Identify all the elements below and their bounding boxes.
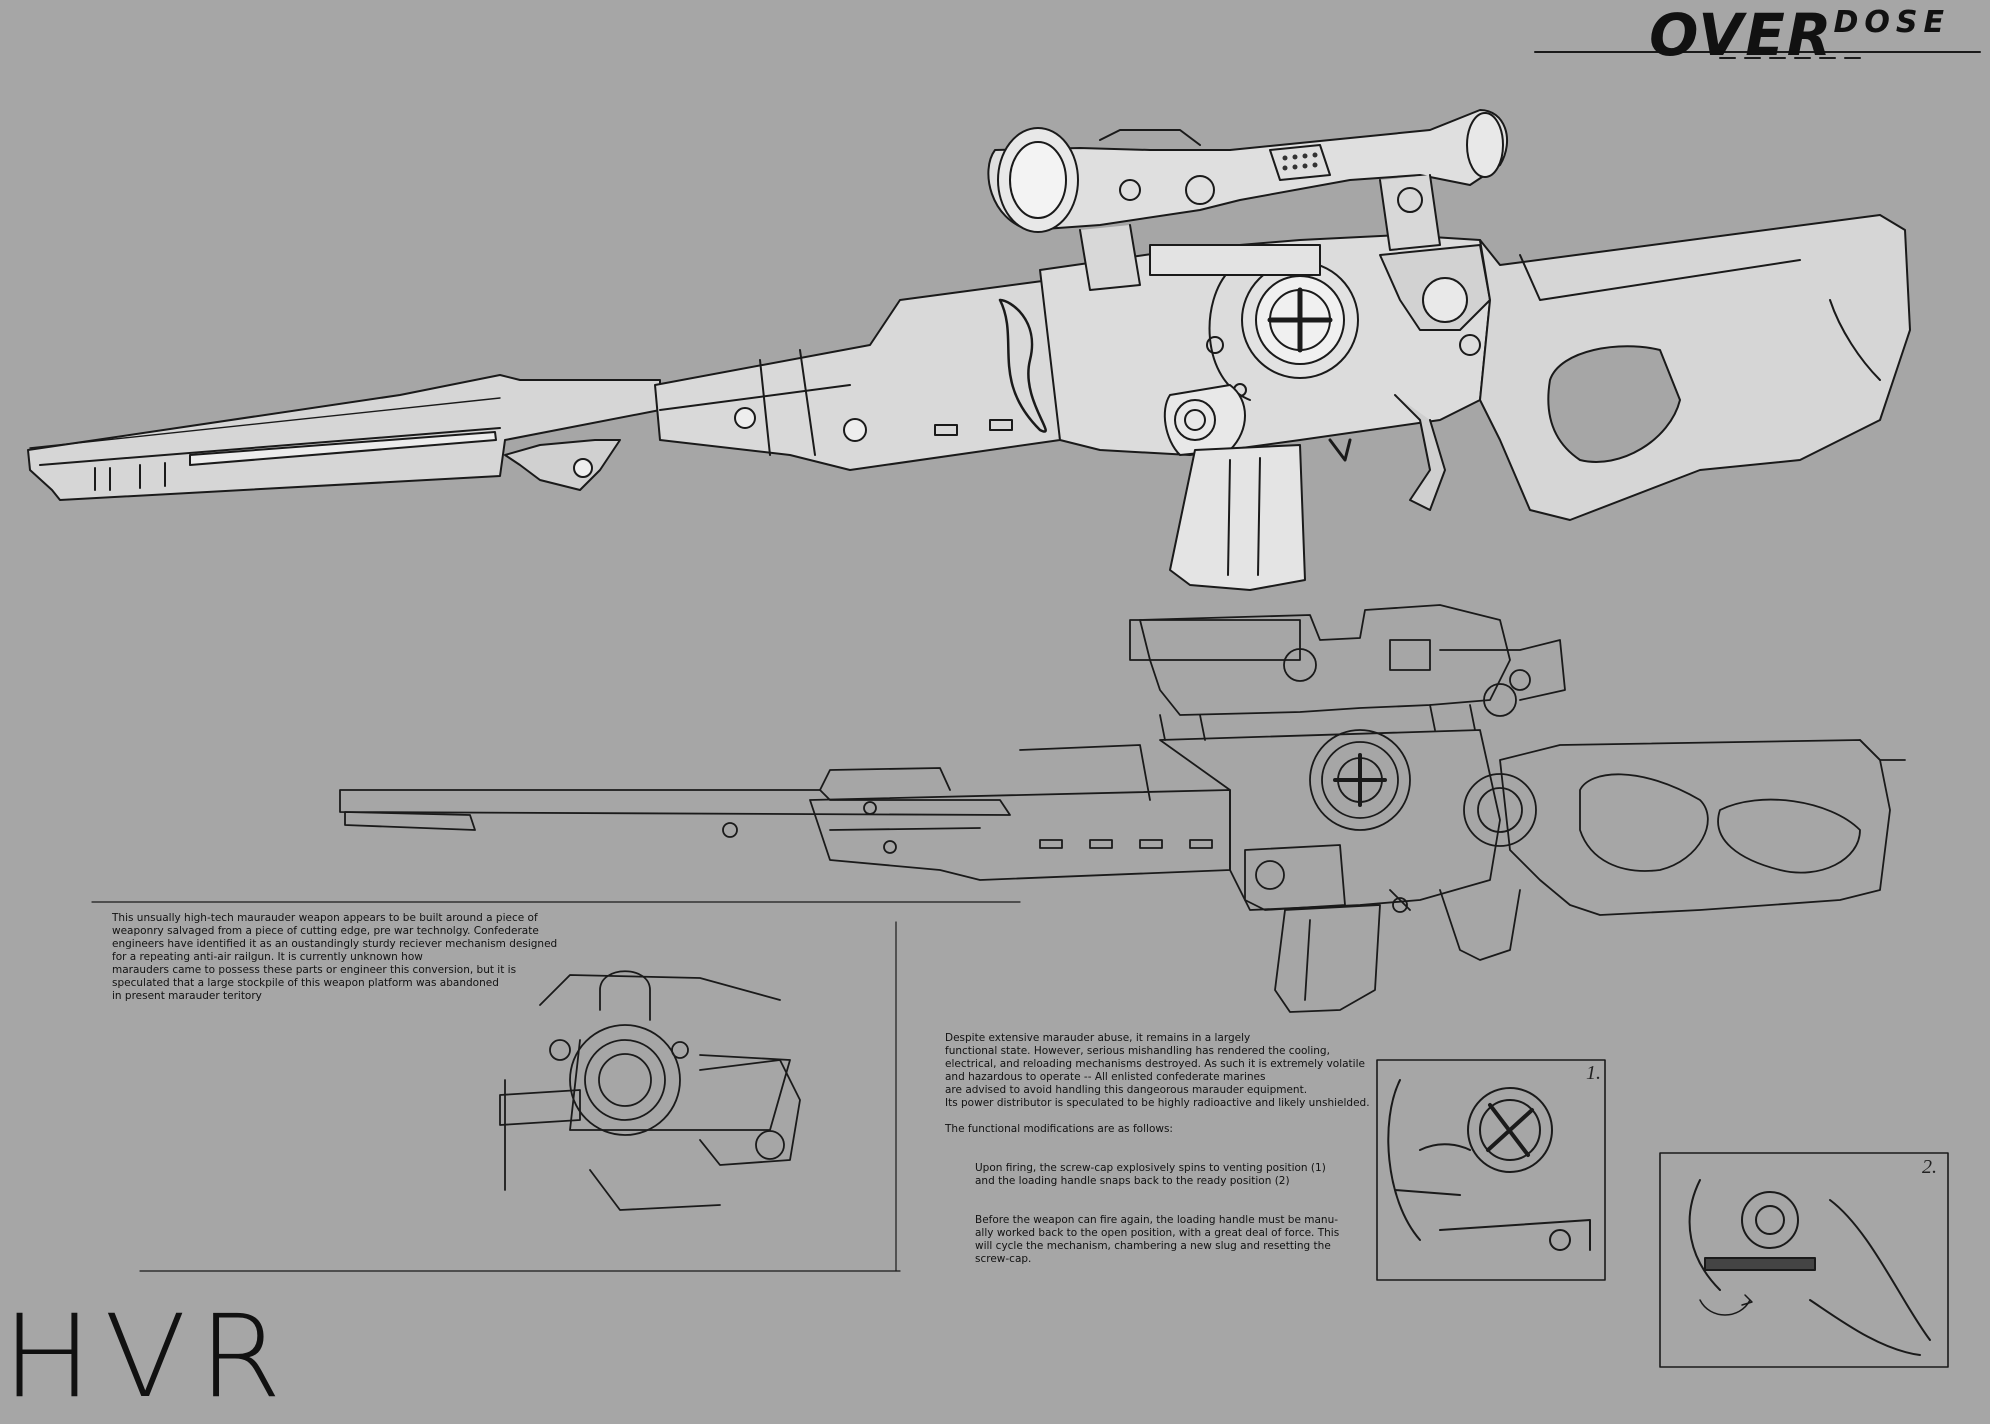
inset-panel-loading-handle (1659, 1152, 1949, 1368)
logo-stripes (1534, 51, 1981, 59)
logo-suffix-text: DOSE (1833, 5, 1950, 40)
step1-line: Upon firing, the screw-cap explosively s… (975, 1162, 1326, 1174)
desc-left-line: speculated that a large stockpile of thi… (112, 977, 499, 989)
desc-right-line: are advised to avoid handling this dange… (945, 1084, 1308, 1096)
artist-signature: HVR (2, 1291, 294, 1424)
panel2-label: 2. (1922, 1156, 1937, 1178)
desc-left-line: in present marauder teritory (112, 990, 262, 1002)
desc-right-line: and hazardous to operate -- All enlisted… (945, 1071, 1266, 1083)
desc-left-line: marauders came to possess these parts or… (112, 964, 517, 976)
desc-left-line: weaponry salvaged from a piece of cuttin… (112, 925, 539, 937)
desc-right-line: Despite extensive marauder abuse, it rem… (945, 1032, 1251, 1044)
detail-schematic-receiver (499, 970, 801, 1211)
step2-line: will cycle the mechanism, chambering a n… (975, 1240, 1331, 1252)
step2-line: screw-cap. (975, 1253, 1032, 1265)
inset-panel-screwcap (1376, 1059, 1606, 1281)
rifle-rendered-top (27, 109, 1911, 591)
desc-right-line: functional state. However, serious misha… (945, 1045, 1330, 1057)
step1-line: and the loading handle snaps back to the… (975, 1175, 1290, 1187)
desc-right-line: Its power distributor is speculated to b… (945, 1097, 1370, 1109)
step2-line: Before the weapon can fire again, the lo… (975, 1214, 1339, 1226)
desc-left-line: This unsually high-tech maurauder weapon… (112, 912, 538, 924)
description-right: Despite extensive marauder abuse, it rem… (945, 1032, 1375, 1266)
desc-left-line: for a repeating anti-air railgun. It is … (112, 951, 423, 963)
desc-right-line: electrical, and reloading mechanisms des… (945, 1058, 1365, 1070)
overdose-logo: OVERDOSE (1649, 6, 1950, 64)
rifle-lineart-side (339, 604, 1906, 1013)
panel1-label: 1. (1586, 1062, 1601, 1084)
modifications-heading: The functional modifications are as foll… (945, 1123, 1173, 1135)
desc-left-line: engineers have identified it as an ousta… (112, 938, 558, 950)
logo-main-text: OVER (1649, 1, 1834, 69)
description-left: This unsually high-tech maurauder weapon… (112, 912, 572, 1003)
step2-line: ally worked back to the open position, w… (975, 1227, 1340, 1239)
